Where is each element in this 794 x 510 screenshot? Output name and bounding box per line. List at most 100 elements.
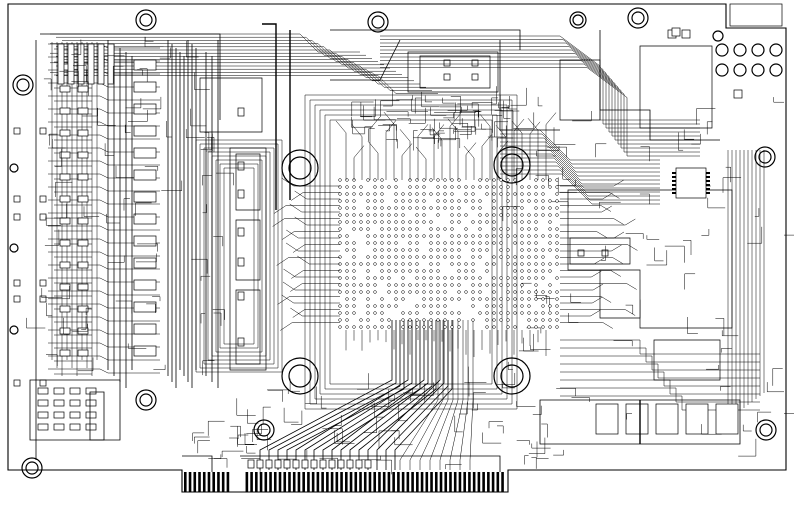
trace: [256, 428, 272, 440]
via: [380, 255, 384, 259]
trace: [424, 95, 432, 103]
trace: [408, 107, 426, 124]
via: [359, 318, 363, 322]
mounting-hole: [253, 419, 275, 441]
via: [534, 290, 538, 294]
via: [513, 241, 517, 245]
trace: [639, 193, 650, 205]
trace: [452, 123, 469, 140]
trace: [626, 413, 632, 420]
via: [548, 234, 552, 238]
trace: [185, 129, 205, 138]
trace: [500, 133, 660, 165]
trace: [369, 116, 381, 180]
trace: [208, 454, 222, 459]
via: [534, 227, 538, 231]
trace: [431, 127, 443, 180]
trace: [46, 354, 58, 366]
trace: [40, 33, 221, 120]
trace: [560, 218, 624, 225]
via: [387, 255, 391, 259]
trace: [706, 121, 713, 135]
component: [53, 411, 65, 419]
via: [555, 311, 559, 315]
via: [366, 325, 370, 329]
mounting-hole: [21, 457, 43, 479]
trace: [560, 283, 604, 291]
trace: [367, 140, 379, 180]
trace: [417, 124, 429, 180]
trace: [562, 167, 571, 180]
edge-finger: [198, 472, 201, 492]
via: [499, 206, 503, 210]
edge-finger: [354, 472, 358, 492]
via: [338, 269, 342, 273]
trace: [46, 302, 53, 317]
trace: [244, 433, 255, 445]
trace: [277, 296, 340, 305]
via: [387, 213, 391, 217]
edge-finger: [397, 472, 400, 492]
via: [541, 178, 545, 182]
via: [380, 206, 384, 210]
via: [534, 276, 538, 280]
via: [492, 304, 496, 308]
trace: [262, 23, 277, 210]
edge-finger: [207, 472, 211, 492]
via: [429, 220, 433, 224]
via: [548, 213, 552, 217]
via: [345, 192, 349, 196]
via: [457, 199, 461, 203]
trace: [125, 98, 142, 109]
trace: [701, 229, 710, 236]
edge-finger: [430, 472, 433, 492]
trace: [72, 323, 88, 332]
via: [338, 227, 342, 231]
via: [415, 178, 419, 182]
via: [436, 255, 440, 259]
trace: [56, 65, 420, 85]
trace: [207, 420, 225, 436]
edge-finger: [411, 472, 414, 492]
trace: [48, 160, 160, 166]
component: [59, 85, 71, 93]
trace: [115, 165, 134, 178]
component: [77, 261, 89, 269]
edge-finger: [264, 472, 268, 492]
edge-finger: [297, 472, 301, 492]
trace: [334, 430, 355, 444]
edge-finger: [226, 472, 230, 492]
via: [534, 199, 538, 203]
edge-finger: [420, 472, 424, 492]
via: [401, 213, 405, 217]
trace: [494, 121, 508, 137]
trace: [41, 288, 63, 298]
trace: [194, 436, 210, 444]
trace: [511, 120, 523, 180]
via: [394, 220, 398, 224]
via: [436, 248, 440, 252]
trace: [213, 312, 222, 326]
trace: [500, 145, 660, 177]
trace: [380, 46, 700, 133]
trace: [560, 363, 760, 379]
via: [478, 178, 482, 182]
trace: [200, 313, 206, 324]
via: [408, 311, 412, 315]
via: [457, 248, 461, 252]
via: [352, 311, 356, 315]
trace: [389, 394, 396, 401]
trace: [473, 392, 486, 409]
via: [422, 220, 426, 224]
via: [506, 297, 510, 301]
via: [394, 290, 398, 294]
via: [541, 269, 545, 273]
via: [471, 220, 475, 224]
via: [436, 178, 440, 182]
trace: [221, 450, 244, 457]
trace: [374, 402, 385, 418]
via: [436, 304, 440, 308]
via: [380, 227, 384, 231]
via: [345, 290, 349, 294]
trace: [557, 179, 576, 186]
